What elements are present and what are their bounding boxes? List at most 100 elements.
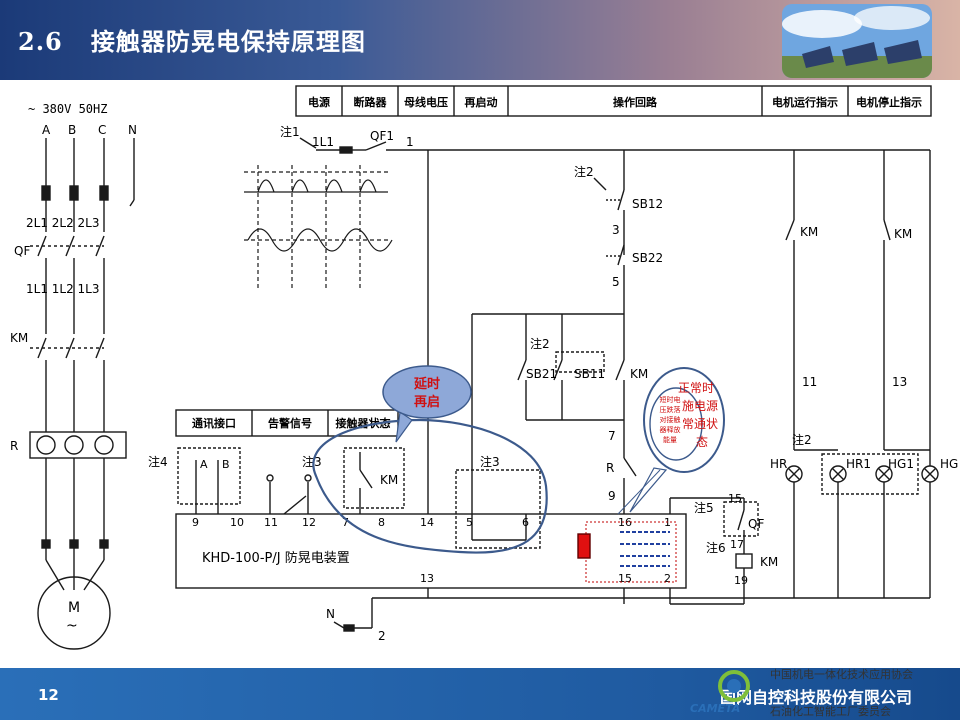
r-ctrl-label: R	[606, 461, 614, 475]
qf1-label: QF1	[370, 129, 394, 143]
hr-label: HR	[770, 457, 787, 471]
note3b-label: 注3	[480, 454, 500, 469]
phase-a-label: A	[42, 123, 51, 137]
svg-text:2: 2	[664, 572, 671, 585]
sag-callout-line2: 压跌落	[660, 405, 681, 414]
svg-text:11: 11	[264, 516, 278, 529]
supply-voltage-label: ~ 380V 50HZ	[28, 102, 107, 116]
phase-n-label: N	[128, 123, 137, 137]
sb11-label: SB11	[574, 367, 605, 381]
hr1-label: HR1	[846, 457, 871, 471]
wire-3-label: 3	[612, 223, 620, 237]
note6-label: 注6	[706, 540, 726, 555]
col-operation: 操作回路	[613, 95, 658, 109]
solar-panel-photo	[782, 4, 932, 78]
voltage-waveform	[244, 165, 393, 290]
l123-labels: 1L1 1L2 1L3	[26, 282, 100, 296]
sag-callout-line4: 器释放	[660, 425, 681, 434]
km-main-label: KM	[10, 331, 28, 345]
l1-label: 1L1	[312, 135, 334, 149]
normal-callout-line4: 态	[696, 435, 708, 449]
hg-label: HG	[940, 457, 958, 471]
wire-5-label: 5	[612, 275, 620, 289]
normal-callout-line2: 施电源	[682, 399, 718, 413]
wire-9-label: 9	[608, 489, 616, 503]
wire-7-label: 7	[608, 429, 616, 443]
km-stop-contact-label: KM	[894, 227, 912, 241]
org-name-line1: 中国机电一体化技术应用协会	[770, 668, 913, 681]
phase-b-label: B	[68, 123, 76, 137]
km-status-label: KM	[380, 473, 398, 487]
delay-restart-callout: 延时 再启	[312, 365, 548, 554]
km-coil-label: KM	[760, 555, 778, 569]
sag-callout-line3: 对接触	[660, 415, 681, 424]
wire-15-label: 15	[728, 492, 742, 505]
normal-callout-line1: 正常时	[678, 381, 714, 395]
svg-text:12: 12	[302, 516, 316, 529]
note5-label: 注5	[694, 500, 714, 515]
wire-19-label: 19	[734, 574, 748, 587]
svg-text:5: 5	[466, 516, 473, 529]
org-name-line3: 石油化工智能工厂委员会	[770, 705, 891, 718]
col-bus-voltage: 母线电压	[404, 95, 448, 109]
sag-callout-line5: 能量	[663, 435, 677, 444]
comm-a-label: A	[200, 458, 208, 471]
delay-callout-line1: 延时	[413, 376, 440, 392]
svg-text:16: 16	[618, 516, 632, 529]
note4-label: 注4	[148, 454, 168, 469]
svg-text:7: 7	[342, 516, 349, 529]
qf-aux-label: QF	[748, 517, 764, 531]
wire-17-label: 17	[730, 538, 744, 551]
device-col-status: 接触器状态	[336, 416, 391, 430]
wire-11-label: 11	[802, 375, 817, 389]
normal-callout-line3: 常通状	[682, 417, 718, 431]
qf-label: QF	[14, 244, 30, 258]
function-table-header: 电源 断路器 母线电压 再启动 操作回路 电机运行指示 电机停止指示	[295, 85, 932, 117]
cameta-logo-text: CAMETA	[690, 702, 741, 715]
device-col-alarm: 告警信号	[268, 416, 312, 430]
device-col-comm: 通讯接口	[192, 416, 236, 430]
r-main-label: R	[10, 439, 18, 453]
svg-text:9: 9	[192, 516, 199, 529]
cameta-logo-icon	[714, 668, 754, 708]
delay-callout-line2: 再启	[414, 394, 440, 410]
col-power: 电源	[308, 95, 330, 109]
n-ctrl-label: N	[326, 607, 335, 621]
page-title: 2.6 接触器防晃电保持原理图	[18, 27, 366, 56]
note3a-label: 注3	[302, 454, 322, 469]
svg-text:~: ~	[66, 618, 78, 634]
sb22-label: SB22	[632, 251, 663, 265]
motor-symbol	[37, 576, 111, 650]
sag-callout-line1: 短时电	[660, 395, 681, 404]
sb21-label: SB21	[526, 367, 557, 381]
khd-device-box	[175, 513, 687, 589]
phase-c-label: C	[98, 123, 106, 137]
col-stop-indicator: 电机停止指示	[856, 95, 922, 109]
footer-bar	[0, 668, 960, 720]
col-run-indicator: 电机运行指示	[772, 95, 838, 109]
km-run-contact-label: KM	[800, 225, 818, 239]
comm-b-label: B	[222, 458, 230, 471]
wire-13-label: 13	[892, 375, 907, 389]
wire-1-label: 1	[406, 135, 414, 149]
note2b-label: 注2	[530, 336, 550, 351]
svg-text:8: 8	[378, 516, 385, 529]
power-circuit: ~ 380V 50HZ A B C N 2L1 2L2 2L3 QF 1L1 1…	[10, 102, 137, 650]
km-hold-label: KM	[630, 367, 648, 381]
svg-text:15: 15	[618, 572, 632, 585]
svg-text:10: 10	[230, 516, 244, 529]
wire-13b-label: 13	[420, 572, 434, 585]
motor-label: M	[68, 600, 80, 616]
normal-state-callout: 正常时 施电源 常通状 态 短时电 压跌落 对接触 器释放 能量	[617, 367, 725, 515]
hg1-label: HG1	[888, 457, 914, 471]
org-name-main: 国网自控科技股份有限公司	[720, 688, 913, 707]
fuse-labels: 2L1 2L2 2L3	[26, 216, 100, 230]
page-number: 12	[38, 686, 59, 704]
sb12-label: SB12	[632, 197, 663, 211]
svg-text:14: 14	[420, 516, 434, 529]
km-coil	[735, 553, 753, 569]
device-name-label: KHD-100-P/J 防晃电装置	[202, 550, 350, 566]
wiring-diagram: ~ 380V 50HZ A B C N 2L1 2L2 2L3 QF 1L1 1…	[10, 85, 958, 650]
wire-2-label: 2	[378, 629, 386, 643]
note1-label: 注1	[280, 124, 300, 139]
